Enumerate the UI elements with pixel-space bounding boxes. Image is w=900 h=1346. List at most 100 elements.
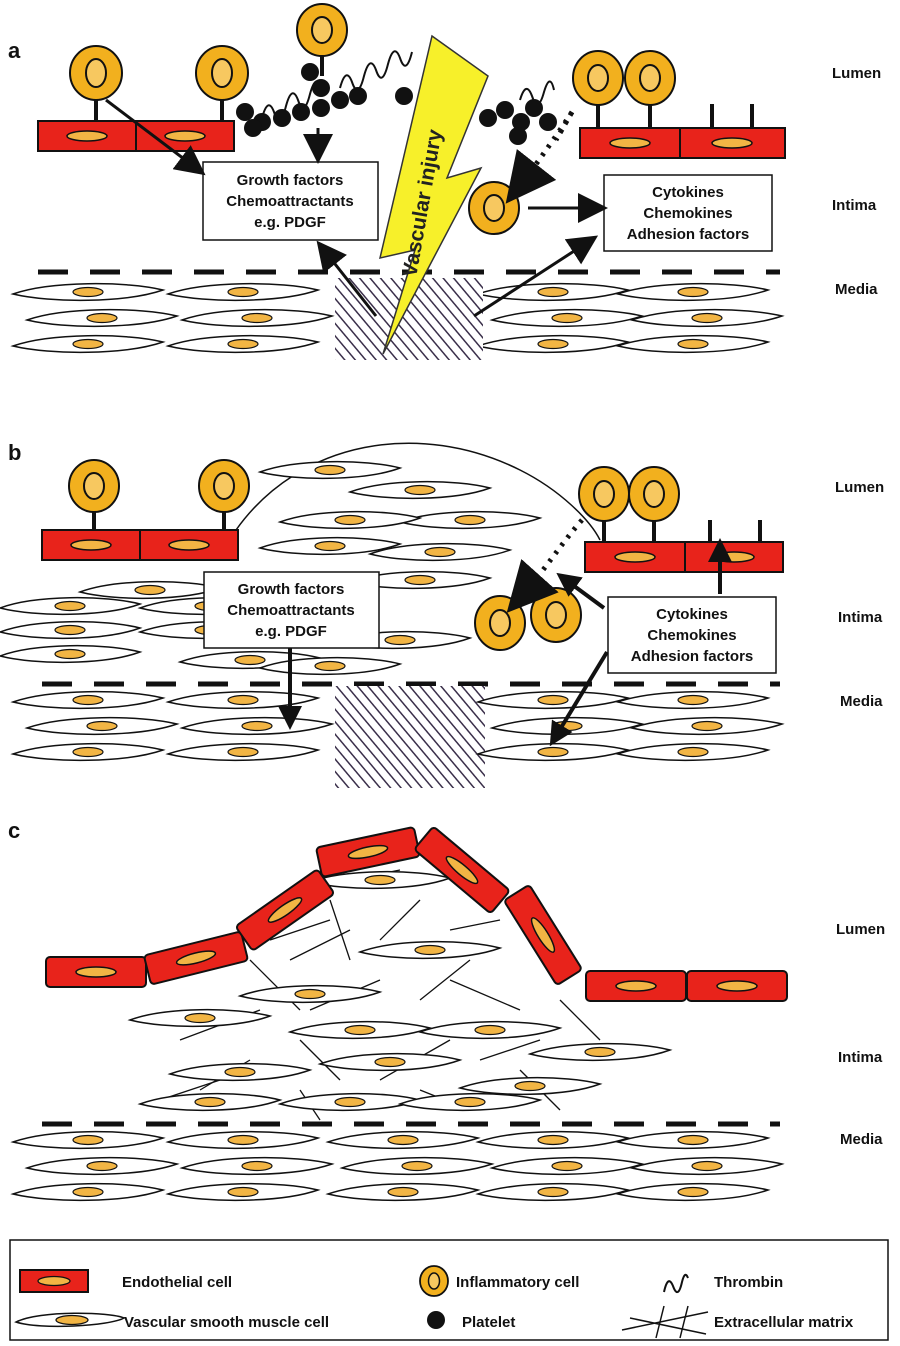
smooth-muscle-nucleus	[678, 696, 708, 705]
matrix-fiber	[480, 1040, 540, 1060]
smooth-muscle-nucleus	[295, 990, 325, 999]
smooth-muscle-nucleus	[365, 876, 395, 885]
svg-text:Platelet: Platelet	[462, 1314, 515, 1331]
media-label-c: Media	[840, 1131, 883, 1148]
smooth-muscle-nucleus	[87, 314, 117, 323]
matrix-fiber	[330, 900, 350, 960]
smooth-muscle-nucleus	[415, 946, 445, 955]
smooth-muscle-nucleus	[405, 576, 435, 585]
smooth-muscle-nucleus	[425, 548, 455, 557]
svg-text:Growth factors: Growth factors	[238, 581, 345, 598]
smooth-muscle-nucleus	[385, 636, 415, 645]
svg-text:Inflammatory cell: Inflammatory cell	[456, 1274, 579, 1291]
matrix-fiber	[450, 980, 520, 1010]
smooth-muscle-nucleus	[692, 722, 722, 731]
svg-text:Adhesion factors: Adhesion factors	[627, 226, 750, 243]
smooth-muscle-nucleus	[73, 1188, 103, 1197]
svg-text:e.g. PDGF: e.g. PDGF	[255, 623, 327, 640]
legend-endothelial: Endothelial cell	[20, 1270, 232, 1292]
smooth-muscle-nucleus	[228, 1188, 258, 1197]
svg-text:Chemokines: Chemokines	[647, 627, 736, 644]
box-growth-factors-a: Growth factors Chemoattractants e.g. PDG…	[203, 162, 378, 240]
svg-text:Chemokines: Chemokines	[643, 205, 732, 222]
endothelium-left-b	[42, 530, 238, 560]
smooth-muscle-nucleus	[402, 1162, 432, 1171]
smooth-muscle-nucleus	[375, 1058, 405, 1067]
smooth-muscle-nucleus	[73, 1136, 103, 1145]
smooth-muscle-nucleus	[455, 1098, 485, 1107]
smooth-muscle-nucleus	[228, 748, 258, 757]
lumen-label-a: Lumen	[832, 65, 881, 82]
smooth-muscle-nucleus	[242, 314, 272, 323]
smooth-muscle-nucleus	[678, 340, 708, 349]
intima-label-a: Intima	[832, 197, 877, 214]
smooth-muscle-nucleus	[552, 722, 582, 731]
smooth-muscle-nucleus	[405, 486, 435, 495]
lumen-label-c: Lumen	[836, 921, 885, 938]
matrix-fiber	[380, 900, 420, 940]
smooth-muscle-nucleus	[335, 1098, 365, 1107]
smooth-muscle-nucleus	[55, 602, 85, 611]
smooth-muscle-nucleus	[345, 1026, 375, 1035]
smooth-muscle-nucleus	[538, 1136, 568, 1145]
smooth-muscle-nucleus	[315, 466, 345, 475]
svg-text:e.g. PDGF: e.g. PDGF	[254, 214, 326, 231]
svg-text:Growth factors: Growth factors	[237, 172, 344, 189]
media-label-b: Media	[840, 693, 883, 710]
smooth-muscle-nucleus	[225, 1068, 255, 1077]
smooth-muscle-nucleus	[135, 586, 165, 595]
injured-media-b	[335, 686, 485, 788]
smooth-muscle-nucleus	[73, 748, 103, 757]
smooth-muscle-nucleus	[185, 1014, 215, 1023]
smooth-muscle-nucleus	[455, 516, 485, 525]
smooth-muscle-nucleus	[315, 662, 345, 671]
smooth-muscle-nucleus	[552, 314, 582, 323]
smooth-muscle-nucleus	[585, 1048, 615, 1057]
box-cytokines-a: Cytokines Chemokines Adhesion factors	[604, 175, 772, 251]
smooth-muscle-nucleus	[73, 340, 103, 349]
svg-text:Adhesion factors: Adhesion factors	[631, 648, 754, 665]
smooth-muscle-nucleus	[552, 1162, 582, 1171]
smooth-muscle-nucleus	[73, 288, 103, 297]
smooth-muscle-nucleus	[538, 288, 568, 297]
svg-text:Chemoattractants: Chemoattractants	[227, 602, 355, 619]
panel-letter-a: a	[8, 38, 21, 63]
matrix-fiber	[560, 1000, 600, 1040]
svg-text:Extracellular matrix: Extracellular matrix	[714, 1314, 854, 1331]
smooth-muscle-nucleus	[228, 696, 258, 705]
platelets-a	[236, 63, 557, 145]
smooth-muscle-nucleus	[87, 722, 117, 731]
smooth-muscle-nucleus	[55, 650, 85, 659]
smooth-muscle-nucleus	[678, 1136, 708, 1145]
endothelium-right-b	[585, 542, 783, 572]
smooth-muscle-nucleus	[538, 1188, 568, 1197]
smooth-muscle-nucleus	[678, 1188, 708, 1197]
smooth-muscle-nucleus	[335, 516, 365, 525]
smooth-muscle-nucleus	[195, 1098, 225, 1107]
smooth-muscle-nucleus	[678, 748, 708, 757]
smooth-muscle-nucleus	[475, 1026, 505, 1035]
svg-text:Vascular smooth muscle cell: Vascular smooth muscle cell	[124, 1314, 329, 1331]
smooth-muscle-nucleus	[228, 1136, 258, 1145]
smooth-muscle-nucleus	[692, 314, 722, 323]
svg-text:Cytokines: Cytokines	[652, 184, 724, 201]
smooth-muscle-nucleus	[87, 1162, 117, 1171]
smooth-muscle-nucleus	[388, 1188, 418, 1197]
smooth-muscle-nucleus	[315, 542, 345, 551]
box-cytokines-b: Cytokines Chemokines Adhesion factors	[608, 597, 776, 673]
smooth-muscle-nucleus	[242, 1162, 272, 1171]
smooth-muscle-nucleus	[73, 696, 103, 705]
box-growth-factors-b: Growth factors Chemoattractants e.g. PDG…	[204, 572, 379, 648]
smooth-muscle-nucleus	[692, 1162, 722, 1171]
matrix-fiber	[420, 960, 470, 1000]
endothelium-c	[46, 826, 787, 1001]
intima-label-b: Intima	[838, 609, 883, 626]
smooth-muscle-nucleus	[235, 656, 265, 665]
panel-letter-b: b	[8, 440, 21, 465]
panel-c: c Lumen Intima Media	[8, 818, 885, 1200]
lumen-label-b: Lumen	[835, 479, 884, 496]
smooth-muscle-nucleus	[228, 288, 258, 297]
svg-text:Thrombin: Thrombin	[714, 1274, 783, 1291]
matrix-fiber	[450, 920, 500, 930]
